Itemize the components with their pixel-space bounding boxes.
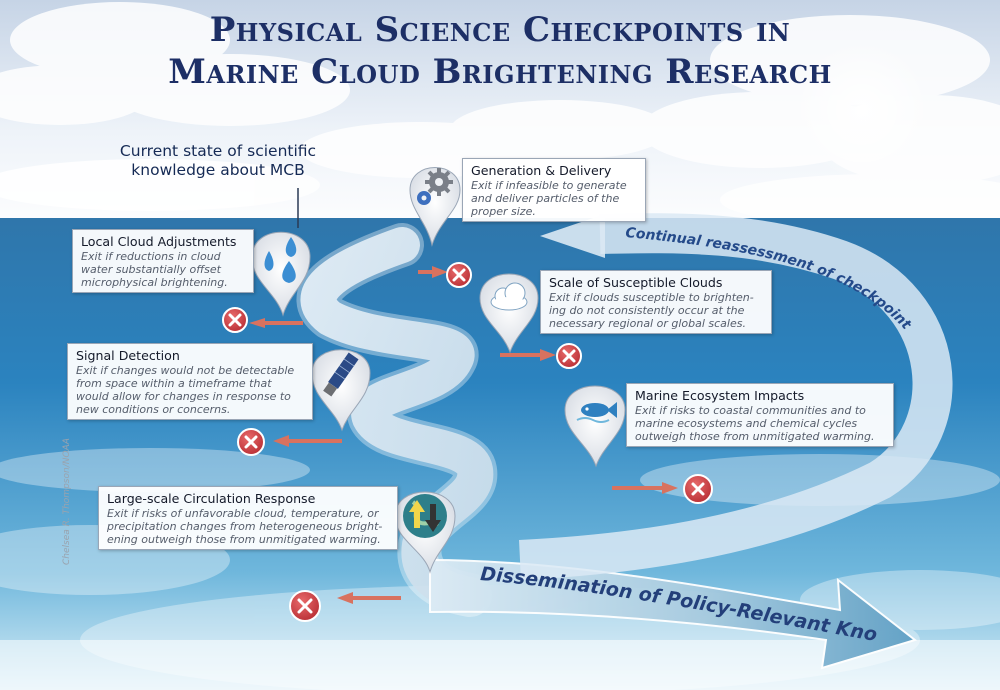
exit-markers [222,262,713,622]
start-label-line-2: knowledge about MCB [131,161,305,179]
cloud-icon [490,282,528,311]
checkpoint-marine-ecosystem-impacts: Marine Ecosystem Impacts Exit if risks t… [626,383,894,447]
checkpoint-line: necessary regional or global scales. [549,317,746,330]
reassessment-loop-arrow [518,213,953,580]
exit-marker [446,262,472,288]
exit-arrow-signal [273,435,289,447]
exit-arrows [249,266,678,604]
checkpoint-line: water substantially offset [81,263,221,276]
checkpoint-line: would allow for changes in response to [76,390,291,403]
checkpoint-line: marine ecosystems and chemical cycles [635,417,858,430]
checkpoint-large-scale-circulation: Large-scale Circulation Response Exit if… [98,486,398,550]
checkpoint-line: Exit if changes would not be detectable [76,364,295,377]
checkpoint-title: Large-scale Circulation Response [107,491,316,506]
exit-marker [556,343,582,369]
checkpoint-line: Exit if infeasible to generate [471,179,627,192]
exit-marker [289,590,321,622]
checkpoint-line: and deliver particles of the [471,192,620,205]
exit-arrow-local [249,318,265,328]
fish-icon [576,402,617,423]
checkpoint-generation-delivery: Generation & Delivery Exit if infeasible… [462,158,646,222]
checkpoint-line: ing do not consistently occur at the [549,304,745,317]
checkpoint-line: precipitation changes from heterogeneous… [107,520,383,533]
checkpoint-line: Exit if risks to coastal communities and… [635,404,866,417]
checkpoint-title: Local Cloud Adjustments [81,234,237,249]
start-label: Current state of scientific knowledge ab… [118,142,318,180]
checkpoint-line: microphysical brightening. [81,276,228,289]
checkpoint-title: Generation & Delivery [471,163,612,178]
checkpoint-line: Exit if reductions in cloud [81,250,221,263]
exit-marker [222,307,248,333]
checkpoint-scale-susceptible-clouds: Scale of Susceptible Clouds Exit if clou… [540,270,772,334]
checkpoint-title: Signal Detection [76,348,180,363]
checkpoint-local-cloud-adjustments: Local Cloud Adjustments Exit if reductio… [72,229,254,293]
exit-arrow-scale [540,349,556,361]
checkpoint-line: outweigh those from unmitigated warming. [635,430,875,443]
checkpoint-line: Exit if clouds susceptible to brighten- [549,291,754,304]
exit-arrow-marine [662,482,678,494]
checkpoint-line: Exit if risks of unfavorable cloud, temp… [107,507,379,520]
checkpoint-line: ening outweigh those from unmitigated wa… [107,533,381,546]
checkpoint-signal-detection: Signal Detection Exit if changes would n… [67,343,313,420]
checkpoint-title: Scale of Susceptible Clouds [549,275,723,290]
checkpoint-line: from space within a timeframe that [76,377,272,390]
sun [792,40,932,180]
checkpoint-line: new conditions or concerns. [76,403,231,416]
exit-marker [237,428,265,456]
checkpoint-line: proper size. [471,205,536,218]
satellite-icon [323,352,359,397]
checkpoint-title: Marine Ecosystem Impacts [635,388,805,403]
title-line-1: Physical Science Checkpoints in [209,10,791,50]
title-line-2: Marine Cloud Brightening Research [168,52,832,92]
gears-icon [417,168,453,205]
water-drops-icon [264,237,297,283]
image-credit: Chelsea R. Thompson/NOAA [62,438,72,565]
exit-arrow-generation [432,266,448,278]
exit-marker [683,474,713,504]
globe-arrows-icon [403,494,447,538]
exit-arrow-circulation [337,592,353,604]
start-label-line-1: Current state of scientific [119,142,317,160]
